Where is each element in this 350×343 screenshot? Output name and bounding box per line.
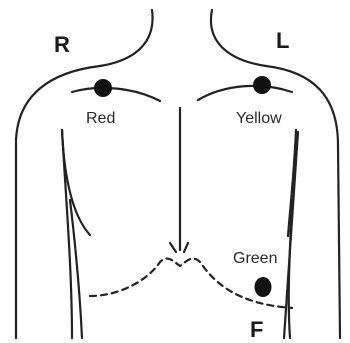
right-shoulder-outline	[16, 66, 100, 338]
green-electrode-icon	[255, 277, 272, 297]
red-electrode-icon	[94, 79, 112, 97]
left-shoulder-outline	[266, 66, 340, 338]
right-side-label: R	[54, 32, 70, 58]
yellow-electrode-label: Yellow	[236, 110, 282, 128]
right-clavicle	[72, 88, 160, 101]
yellow-electrode-icon	[253, 76, 271, 94]
left-side-label: L	[276, 28, 289, 54]
left-clavicle	[198, 86, 292, 100]
green-electrode-label: Green	[233, 250, 277, 268]
foot-label: F	[250, 317, 263, 343]
right-inner-arm-a	[62, 130, 72, 338]
neck-right-line	[100, 10, 153, 66]
red-electrode-label: Red	[86, 110, 115, 128]
neck-left-line	[211, 10, 266, 66]
